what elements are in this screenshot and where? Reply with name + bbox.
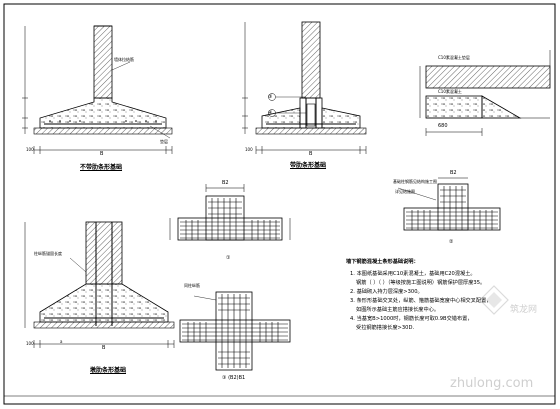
callout-2: ②: [449, 239, 454, 245]
notes-title: 墙下钢筋混凝土条形基础说明：: [346, 259, 419, 265]
notes-item-3: 2. 基础砌入持力层深度>300。: [350, 289, 423, 295]
watermark-logo: [479, 285, 509, 315]
dim-b-1: B: [100, 151, 104, 157]
callout-4: ④: [268, 110, 273, 116]
callout-3: ③: [268, 94, 273, 100]
dim-100-c: 100: [26, 341, 34, 346]
notes-item-1: 1. 本图纸基础采用C10素混凝土，基础用C20混凝土。: [350, 271, 476, 277]
detail-bedding-section: [419, 50, 551, 136]
notes-item-5: 如图所示基础主筋应搭接长度中心。: [356, 307, 440, 313]
dim-b2-2: B2: [450, 170, 457, 176]
detail-strip-with-rib: [242, 21, 367, 154]
dim-a: a: [60, 339, 63, 344]
label-pier-note-2: 同柱纵筋: [184, 283, 200, 288]
label-c10-bottom: C10素混凝土: [438, 89, 462, 94]
dim-b-3: B: [102, 345, 106, 351]
dim-b-2: B: [309, 151, 313, 157]
plan-t-junction: [169, 184, 291, 241]
plan-cross-junction: [179, 291, 291, 371]
plan-l-corner: [397, 177, 501, 231]
watermark-text: zhulong.com: [450, 376, 534, 391]
label-wall-tie: 墙体拉结筋: [114, 57, 134, 62]
dim-100-a: 100: [26, 147, 34, 152]
detail-strip-no-rib: [22, 25, 173, 154]
dim-100-b: 100: [245, 147, 253, 152]
notes-item-6: 4. 当基宽B>1000时，钢筋长度可取0.9B交错布置，: [350, 316, 473, 322]
notes-item-4: 3. 条形形基础交叉处，纵筋、箍筋基础宽度中心相交叉配置，: [350, 298, 492, 304]
detail-pier-strip: [24, 221, 175, 348]
callout-section: ③ (B2)B1: [222, 375, 246, 381]
title-strip-no-rib: 不带肋条形基础: [80, 164, 123, 171]
watermark-cn: 筑龙网: [510, 305, 538, 315]
label-column-note: 基础柱钢筋见结构施工图: [393, 179, 437, 184]
label-pier-note: 柱纵筋锚固长度: [34, 251, 62, 256]
dim-b2-1: B2: [222, 180, 229, 186]
notes-item-7: 受拉钢筋搭接长度>30D.: [356, 325, 415, 331]
title-pier-strip: 墩肋条形基础: [90, 367, 127, 374]
label-bend-note: 详见结施图: [395, 189, 415, 194]
sheet-border: [3, 3, 556, 405]
label-c10-top: C10素混凝土垫层: [438, 55, 470, 60]
title-strip-with-rib: 带肋条形基础: [290, 162, 327, 169]
callout-1: ①: [226, 255, 231, 261]
notes-item-2: 钢筋（ ）（ ）（等级按施工图说明）钢筋保护层厚度35。: [356, 280, 486, 286]
dim-680: 680: [438, 123, 448, 129]
label-bedding: 垫层: [160, 139, 168, 144]
